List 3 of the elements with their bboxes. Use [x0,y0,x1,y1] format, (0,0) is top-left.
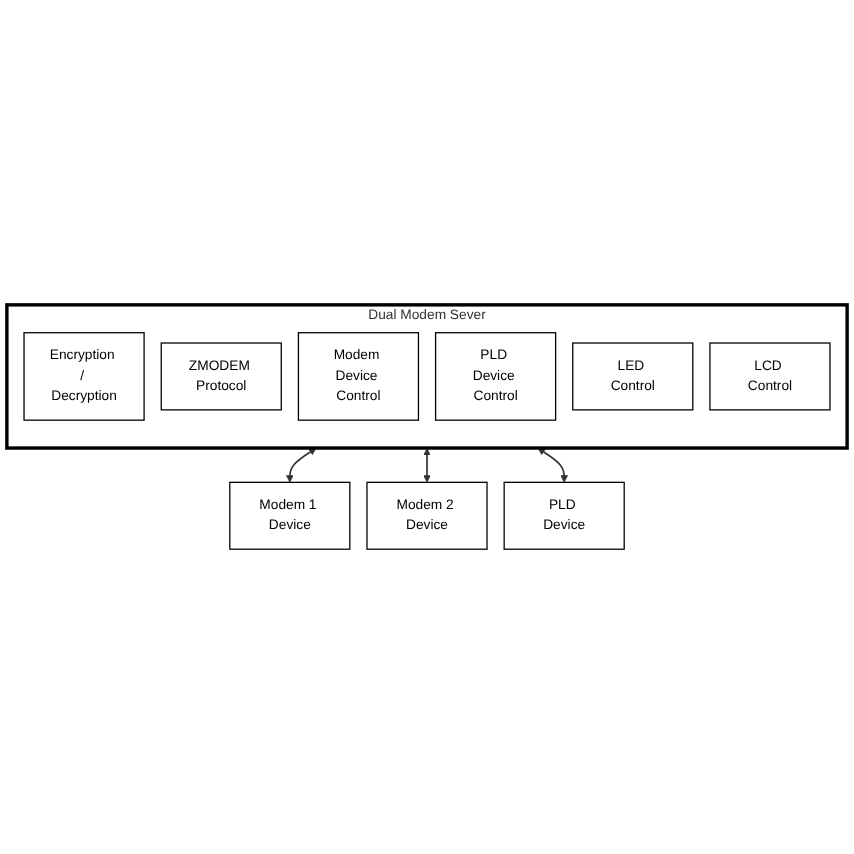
arrow [286,447,317,483]
arrow [537,447,568,483]
arrow [423,448,431,483]
